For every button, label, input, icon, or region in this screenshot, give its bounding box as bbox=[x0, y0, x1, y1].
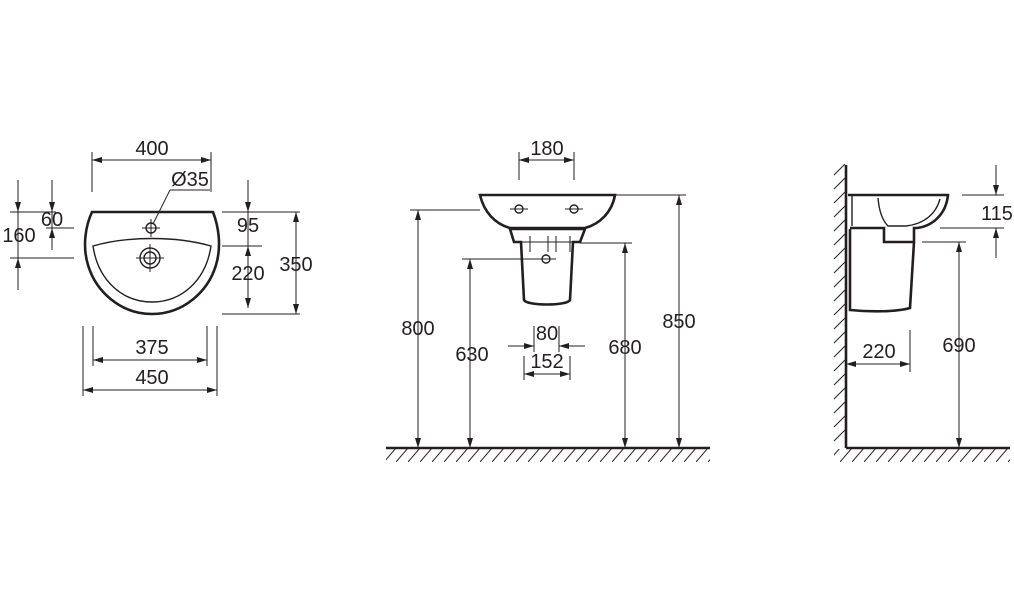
front-view: 180 800 630 80 152 680 850 bbox=[386, 138, 710, 462]
basin-inner-bowl bbox=[92, 237, 212, 303]
dim-800: 800 bbox=[401, 318, 434, 340]
wall-hatch bbox=[833, 163, 846, 442]
dim-400: 400 bbox=[135, 138, 168, 160]
dim-95: 95 bbox=[237, 215, 259, 237]
dim-220-top: 220 bbox=[231, 263, 264, 285]
dim-680: 680 bbox=[608, 337, 641, 359]
basin-outline-top bbox=[83, 210, 221, 316]
basin-outline-front bbox=[478, 193, 617, 230]
dim-115: 115 bbox=[981, 203, 1013, 225]
dim-220-side: 220 bbox=[862, 341, 895, 363]
dim-350: 350 bbox=[279, 254, 312, 276]
dim-80: 80 bbox=[536, 323, 558, 345]
top-view: 400 Ø35 60 160 95 220 350 375 450 bbox=[2, 138, 313, 396]
dim-152: 152 bbox=[530, 351, 563, 373]
dim-160: 160 bbox=[2, 225, 35, 247]
dim-850: 850 bbox=[662, 311, 695, 333]
dim-375: 375 bbox=[135, 337, 168, 359]
dim-tap-hole: Ø35 bbox=[171, 169, 209, 191]
dim-630: 630 bbox=[455, 344, 488, 366]
dim-690: 690 bbox=[942, 335, 975, 357]
floor-hatch-front bbox=[386, 449, 710, 462]
dim-180: 180 bbox=[530, 138, 563, 160]
dim-450: 450 bbox=[135, 367, 168, 389]
dim-60: 60 bbox=[41, 209, 63, 231]
side-view: 115 220 690 bbox=[833, 163, 1013, 462]
floor-hatch-side bbox=[834, 449, 1010, 462]
basin-outline-side bbox=[848, 193, 950, 244]
pedestal-side bbox=[848, 229, 916, 313]
